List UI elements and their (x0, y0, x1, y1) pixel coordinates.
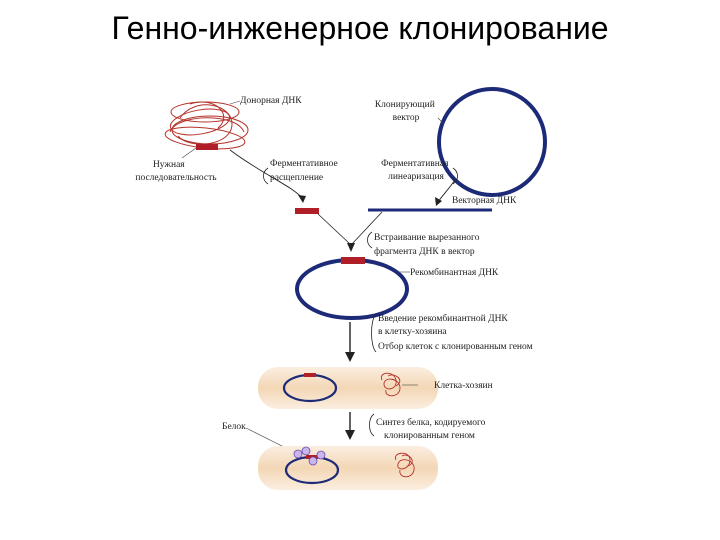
synthesis-label: Синтез белка, кодируемого клонированным … (376, 417, 488, 441)
introduction-arrowhead (345, 352, 355, 362)
protein-molecules (293, 446, 326, 466)
recombinant-plasmid (295, 258, 409, 320)
cloning-vector-label: Клонирующий вектор (375, 99, 437, 123)
insertion-arrowhead (347, 243, 355, 252)
cloning-vector-leader (437, 117, 445, 125)
host-cell-label: Клетка-хозяин (434, 381, 493, 391)
donor-dna-label: Донорная ДНК (240, 96, 302, 106)
needed-sequence-leader (181, 147, 197, 159)
synthesis-arrowhead (345, 430, 355, 440)
fragment-to-insertion-line (317, 213, 351, 245)
insertion-bracket (367, 231, 373, 249)
donor-dna-leader (229, 100, 241, 105)
host-cell-2 (258, 446, 438, 490)
host-cell-1 (258, 367, 438, 409)
host-cell-2-chromosome (395, 452, 415, 478)
cleavage-arrow (229, 149, 303, 199)
introduction-bracket (371, 313, 377, 353)
enzymatic-cleavage-label: Ферментативное расщепление (270, 159, 340, 183)
vector-dna-label: Векторная ДНК (452, 196, 517, 206)
linearization-arrowhead (435, 197, 442, 206)
insertion-label: Встраивание вырезанного фрагмента ДНК в … (374, 233, 482, 257)
cloning-vector-plasmid (437, 87, 547, 197)
donor-gene-segment (196, 144, 218, 150)
vector-to-insertion-line (351, 211, 383, 245)
host-cell-1-insert (304, 373, 316, 377)
synthesis-bracket (369, 413, 375, 437)
donor-dna-tangle (164, 101, 249, 150)
slide-title: Генно-инженерное клонирование (111, 10, 609, 46)
cleavage-arrowhead (298, 195, 306, 203)
excised-dna-fragment (295, 208, 319, 214)
host-cell-1-chromosome (380, 372, 401, 397)
recombinant-dna-label: Рекомбинантная ДНК (410, 267, 499, 278)
recombinant-insert (341, 257, 365, 264)
needed-sequence-label: Нужная последовательность (135, 160, 217, 183)
introduction-label: Введение рекомбинантной ДНК в клетку-хоз… (378, 313, 510, 337)
linearization-bracket (452, 167, 458, 185)
cleavage-bracket (263, 167, 269, 185)
protein-label: Белок (222, 422, 246, 432)
selection-label: Отбор клеток с клонированным геном (378, 341, 533, 352)
enzymatic-linearization-label: Ферментативная линеаризация (381, 159, 451, 182)
